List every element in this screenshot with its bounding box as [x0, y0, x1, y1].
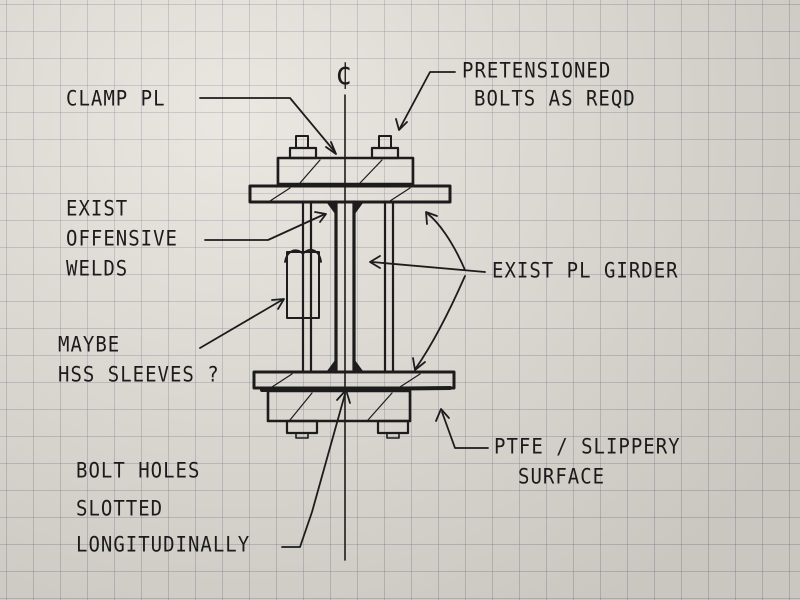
- label-ptfe-2: SURFACE: [518, 464, 606, 489]
- bottom-right-bolt: [376, 419, 410, 439]
- label-sleeves-2: HSS SLEEVES ?: [58, 362, 220, 387]
- top-flange: [248, 184, 452, 204]
- label-exist-girder: EXIST PL GIRDER: [492, 258, 679, 283]
- top-welds: [326, 202, 364, 217]
- centerline-symbol: ¢: [335, 54, 353, 92]
- label-welds-3: WELDS: [66, 256, 129, 281]
- label-welds-2: OFFENSIVE: [66, 226, 178, 251]
- label-pretensioned-2: BOLTS AS REQD: [474, 86, 636, 111]
- bottom-left-bolt: [285, 419, 319, 439]
- ptfe-layer: [260, 386, 452, 392]
- top-clamp-plate: [276, 156, 415, 186]
- label-ptfe-1: PTFE / SLIPPERY: [494, 434, 681, 459]
- top-right-bolt: [370, 135, 400, 160]
- label-bolt-holes-3: LONGITUDINALLY: [76, 532, 251, 557]
- bottom-flange: [252, 370, 456, 390]
- leader-lines: [199, 71, 489, 548]
- top-left-bolt: [288, 135, 318, 160]
- label-bolt-holes-2: SLOTTED: [76, 496, 164, 521]
- bottom-clamp-plate: [266, 389, 412, 423]
- label-sleeves-1: MAYBE: [58, 332, 121, 357]
- hss-sleeve: [284, 248, 322, 319]
- girder-web: [334, 200, 356, 374]
- clamp-bolt-rods: [301, 200, 395, 374]
- label-clamp-plate: CLAMP PL: [66, 86, 166, 111]
- label-bolt-holes-1: BOLT HOLES: [76, 458, 201, 483]
- label-pretensioned-1: PRETENSIONED: [462, 58, 612, 83]
- label-welds-1: EXIST: [66, 196, 129, 221]
